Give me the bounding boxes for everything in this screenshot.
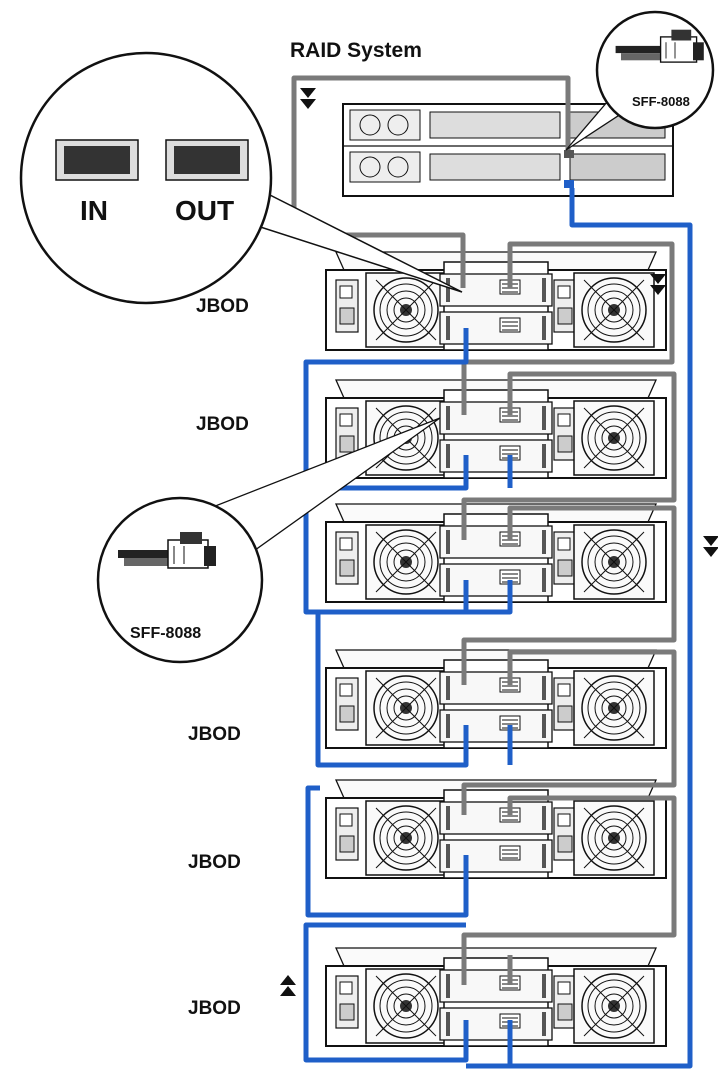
jbod-enclosure-5: [326, 780, 666, 878]
diagram-title: RAID System: [290, 39, 422, 62]
out-port-label: OUT: [175, 195, 234, 226]
jbod-label-1: JBOD: [196, 296, 249, 317]
jbod-enclosure-3: [326, 504, 666, 602]
jbod-label-4: JBOD: [188, 852, 241, 873]
jbod-label-2: JBOD: [196, 414, 249, 435]
direction-arrow-up-icon: [280, 975, 296, 996]
jbod-enclosure-4: [326, 650, 666, 748]
jbod-enclosure-1: [326, 252, 666, 350]
direction-arrow-down-icon: [300, 88, 316, 109]
in-port-label: IN: [80, 195, 108, 226]
sff-8088-label-left: SFF-8088: [130, 625, 201, 642]
jbod-enclosure-6: [326, 948, 666, 1046]
jbod-label-3: JBOD: [188, 724, 241, 745]
sff-8088-label-top: SFF-8088: [632, 94, 690, 109]
direction-arrow-down-icon: [703, 536, 718, 557]
jbod-label-5: JBOD: [188, 998, 241, 1019]
